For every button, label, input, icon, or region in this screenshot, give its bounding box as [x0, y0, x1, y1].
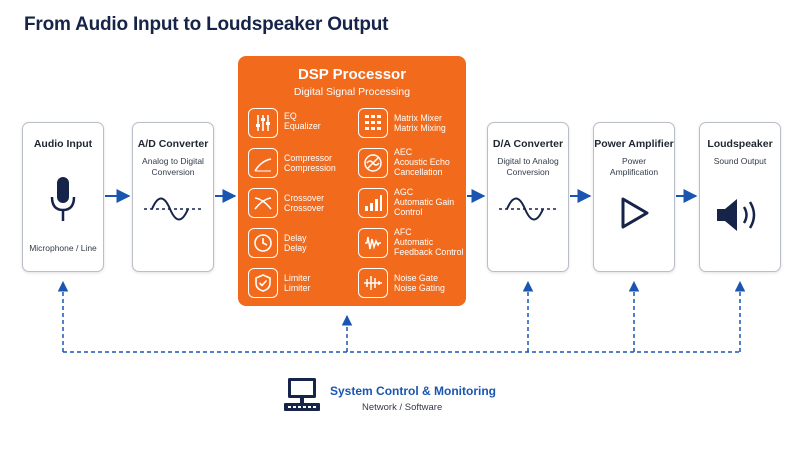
module-name: Limiter — [284, 273, 311, 283]
computer-monitor-icon — [284, 378, 320, 411]
module-desc: Acoustic Echo — [394, 157, 450, 168]
audio-input-footer: Microphone / Line — [29, 243, 97, 253]
gain-bars-icon — [358, 188, 388, 218]
microphone-icon — [50, 177, 76, 221]
module-desc-2: Control — [394, 207, 423, 218]
dsp-processor-block: DSP Processor Digital Signal Processing … — [238, 56, 466, 306]
module-desc: Delay — [284, 243, 307, 254]
power-amplifier-subtitle: Power Amplification — [609, 156, 659, 178]
module-name: Delay — [284, 233, 307, 243]
speaker-icon — [717, 199, 756, 231]
waveform-icon — [499, 197, 557, 221]
module-desc-2: Feedback Control — [394, 247, 464, 258]
shield-check-icon — [248, 268, 278, 298]
dsp-title: DSP Processor — [297, 66, 407, 83]
diagram-title: From Audio Input to Loudspeaker Output — [24, 14, 389, 35]
module-name: Noise Gate — [394, 273, 439, 283]
audio-input-block: Audio Input Microphone / Line — [22, 122, 104, 272]
da-converter-title: D/A Converter — [492, 138, 564, 150]
module-name: AGC — [394, 187, 414, 197]
loudspeaker-subtitle: Sound Output — [713, 156, 767, 166]
ad-converter-block: A/D Converter Analog to Digital Conversi… — [132, 122, 214, 272]
module-desc: Automatic — [394, 237, 434, 248]
system-control-title: System Control & Monitoring — [330, 384, 496, 398]
module-name: Compressor — [284, 153, 332, 163]
system-control-subtitle: Network / Software — [362, 402, 443, 413]
power-amplifier-title: Power Amplifier — [594, 138, 674, 150]
matrix-grid-icon — [358, 108, 388, 138]
ad-converter-title: A/D Converter — [137, 138, 209, 150]
module-desc: Matrix Mixing — [394, 123, 446, 134]
module-desc: Crossover — [284, 203, 325, 214]
feedback-wave-icon — [358, 228, 388, 258]
module-desc: Automatic Gain — [394, 197, 455, 208]
module-desc: Limiter — [284, 283, 311, 294]
loudspeaker-block: Loudspeaker Sound Output — [699, 122, 781, 272]
crossover-icon — [248, 188, 278, 218]
noise-gate-icon — [358, 268, 388, 298]
ad-converter-subtitle: Analog to Digital Conversion — [142, 156, 204, 178]
module-name: AFC — [394, 227, 412, 237]
waveform-icon — [144, 197, 202, 221]
module-name: Crossover — [284, 193, 325, 203]
module-name: Matrix Mixer — [394, 113, 442, 123]
compressor-curve-icon — [248, 148, 278, 178]
loudspeaker-title: Loudspeaker — [707, 138, 773, 150]
module-desc-2: Cancellation — [394, 167, 443, 178]
echo-cancel-icon — [358, 148, 388, 178]
module-desc: Equalizer — [284, 121, 321, 132]
clock-icon — [248, 228, 278, 258]
module-desc: Compression — [284, 163, 336, 174]
module-desc: Noise Gating — [394, 283, 445, 294]
da-converter-block: D/A Converter Digital to Analog Conversi… — [487, 122, 569, 272]
power-amplifier-block: Power Amplifier Power Amplification — [593, 122, 675, 272]
amplifier-triangle-icon — [621, 197, 649, 229]
module-name: EQ — [284, 111, 297, 121]
da-converter-subtitle: Digital to Analog Conversion — [497, 156, 559, 178]
dsp-subtitle: Digital Signal Processing — [293, 86, 411, 98]
audio-input-title: Audio Input — [33, 138, 93, 150]
module-name: AEC — [394, 147, 413, 157]
equalizer-sliders-icon — [248, 108, 278, 138]
